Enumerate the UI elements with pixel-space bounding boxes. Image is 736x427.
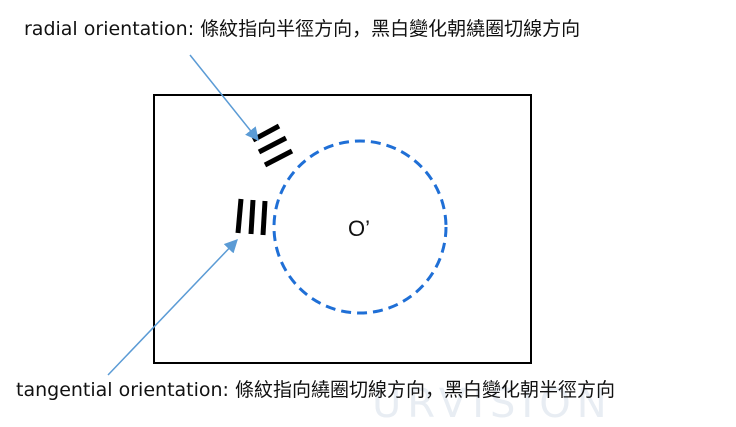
radial-stripes — [251, 123, 294, 168]
tangential-stripes — [235, 198, 268, 236]
radial-arrow — [189, 54, 259, 142]
radial-stripe-2 — [257, 135, 288, 155]
center-label: O’ — [348, 216, 370, 241]
radial-orientation-label: radial orientation: 條紋指向半徑方向，黑白變化朝繞圈切線方向 — [24, 18, 581, 40]
frame-rectangle — [153, 94, 532, 364]
tangential-stripe-2 — [248, 199, 256, 235]
watermark: URVISION — [372, 381, 613, 427]
radial-stripe-3 — [263, 148, 294, 168]
tangential-orientation-label: tangential orientation: 條紋指向繞圈切線方向，黑白變化朝… — [16, 379, 615, 401]
dashed-circle — [272, 139, 448, 315]
tangential-stripe-1 — [235, 198, 244, 234]
tangential-arrow — [107, 239, 238, 376]
tangential-stripe-3 — [260, 200, 268, 236]
